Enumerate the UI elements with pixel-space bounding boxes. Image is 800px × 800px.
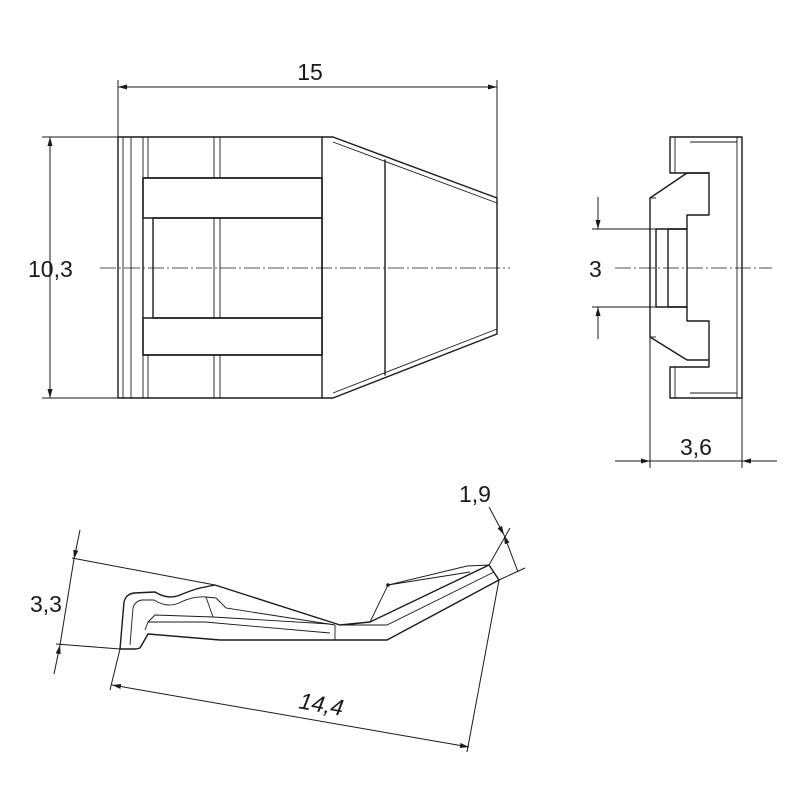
dimension-depth: 3,6 [615,337,777,468]
dimension-width: 15 [117,59,498,198]
dimension-profile-height-label: 3,3 [30,591,62,617]
dimension-slot-label: 3 [589,256,602,282]
dimension-profile-length-label: 14,4 [297,687,346,720]
dimension-slot: 3 [589,197,656,339]
dimension-tip: 1,9 [459,481,526,581]
dimension-depth-label: 3,6 [680,434,712,460]
dimension-tip-label: 1,9 [459,481,491,507]
dimension-height: 10,3 [28,136,118,399]
front-view [100,136,510,399]
dimension-width-label: 15 [297,59,323,85]
dimension-profile-height: 3,3 [30,529,216,675]
side-view [615,136,772,399]
profile-view [119,564,500,650]
dimension-height-label: 10,3 [28,256,73,282]
